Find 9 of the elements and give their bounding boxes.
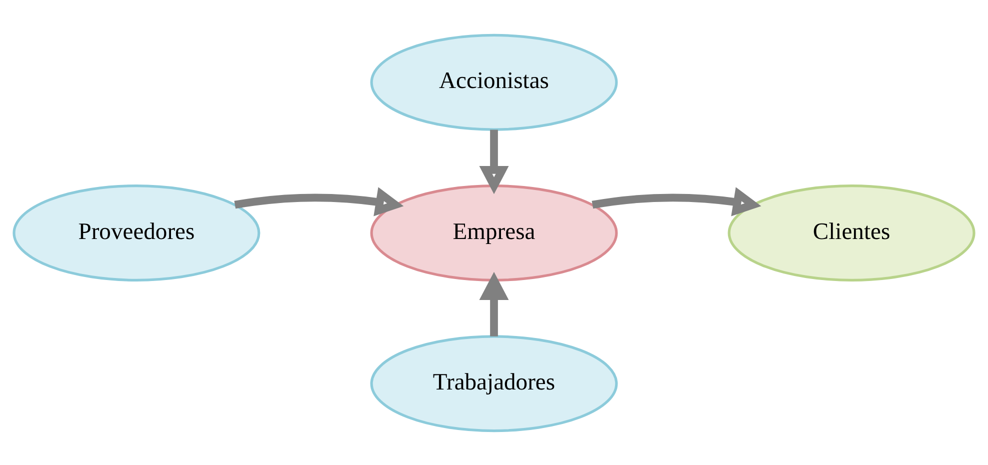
- arrow: [592, 186, 762, 216]
- arrow: [234, 186, 404, 216]
- node-ellipse: Empresa: [370, 184, 618, 281]
- arrow: [479, 129, 509, 194]
- arrow: [479, 271, 509, 336]
- node-ellipse: Clientes: [728, 184, 976, 281]
- node-ellipse: Proveedores: [12, 184, 260, 281]
- node-ellipse: Trabajadores: [370, 334, 618, 432]
- node-ellipse: Accionistas: [370, 33, 618, 130]
